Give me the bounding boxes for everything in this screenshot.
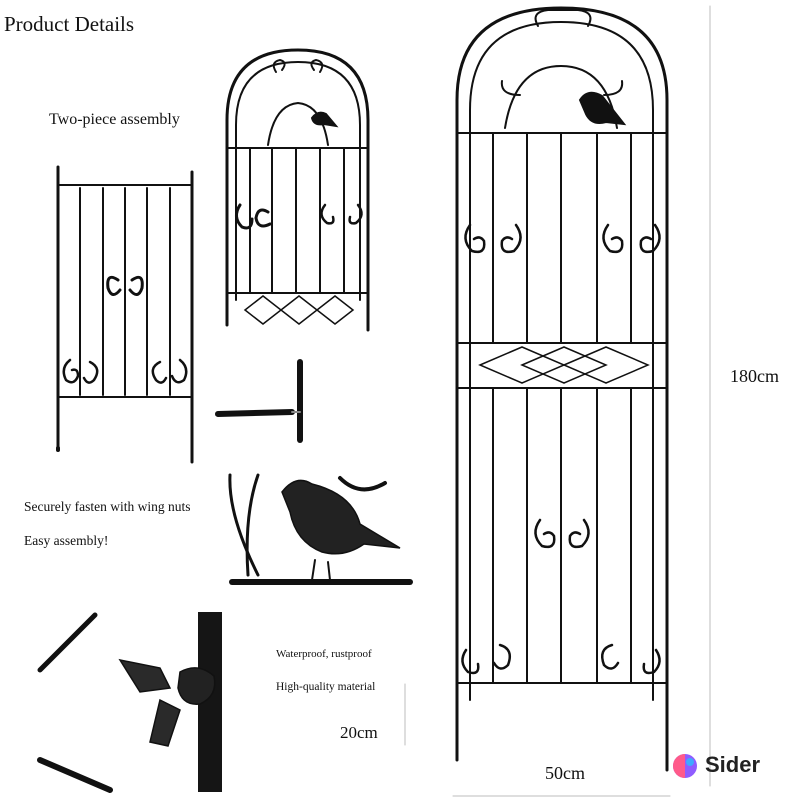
material-label: High-quality material <box>276 681 376 693</box>
brand-name: Sider <box>705 752 761 777</box>
height-dimension: 180cm <box>730 366 779 386</box>
upper-panel-image <box>225 48 370 332</box>
fasten-label: Securely fasten with wing nuts <box>24 499 191 514</box>
bird-closeup-image <box>228 473 413 585</box>
width-dimension: 50cm <box>545 763 585 783</box>
waterproof-label: Waterproof, rustproof <box>276 648 372 660</box>
connector-closeup-image <box>215 359 303 443</box>
easy-assembly-label: Easy assembly! <box>24 533 109 548</box>
lower-panel-image <box>56 165 194 464</box>
page-title: Product Details <box>4 12 135 36</box>
sider-logo-icon <box>673 754 697 778</box>
dimension-lines <box>452 5 711 797</box>
wing-nut-closeup-image <box>37 612 406 793</box>
two-piece-label: Two-piece assembly <box>49 111 180 128</box>
spike-dimension: 20cm <box>340 723 378 742</box>
full-trellis-image <box>455 6 669 772</box>
